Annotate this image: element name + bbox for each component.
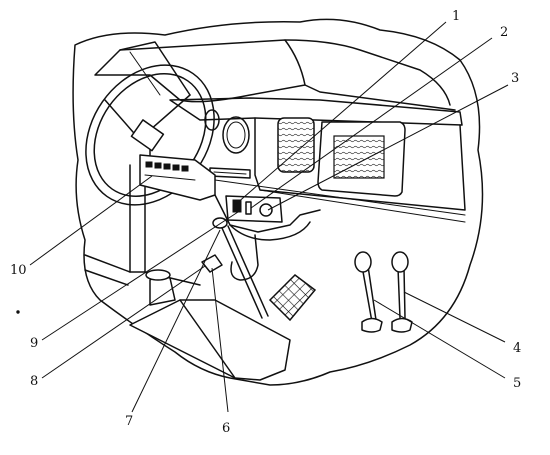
stray-dot	[16, 310, 20, 314]
leader-3	[267, 84, 509, 211]
callout-1: 1	[452, 9, 460, 24]
callout-labels: 1 2 3 4 5 6 7 8 9 10	[10, 9, 521, 436]
leader-lines	[29, 21, 509, 413]
callout-7: 7	[125, 414, 133, 429]
callout-5: 5	[513, 376, 521, 391]
windshield	[94, 39, 456, 111]
callout-4: 4	[513, 341, 521, 356]
pedal-6	[201, 254, 223, 273]
leader-6	[211, 267, 229, 413]
control-switch-module	[225, 195, 283, 223]
callout-3: 3	[511, 71, 519, 86]
callout-9: 9	[30, 336, 38, 351]
leader-7	[131, 229, 221, 413]
dashboard-vent-left	[277, 117, 315, 173]
leader-1	[235, 21, 447, 205]
steering-wheel	[85, 64, 215, 206]
seat-box	[129, 269, 291, 381]
pedal-hatched	[268, 274, 317, 322]
leader-5	[373, 299, 506, 379]
switch-strip	[209, 167, 251, 179]
dashboard-vent-right	[317, 121, 406, 197]
leader-9	[41, 211, 239, 341]
leader-4	[403, 291, 506, 343]
under-dash	[214, 194, 321, 281]
callout-2: 2	[500, 25, 508, 40]
instrument-gauges	[204, 109, 250, 154]
leader-10	[29, 175, 153, 266]
leader-8	[41, 265, 206, 379]
callout-6: 6	[222, 421, 230, 436]
floor	[84, 254, 201, 286]
callout-10: 10	[10, 263, 27, 278]
hand-levers	[354, 251, 413, 333]
illustration-outline	[72, 18, 484, 386]
leader-2	[250, 37, 493, 209]
callout-8: 8	[30, 374, 38, 389]
